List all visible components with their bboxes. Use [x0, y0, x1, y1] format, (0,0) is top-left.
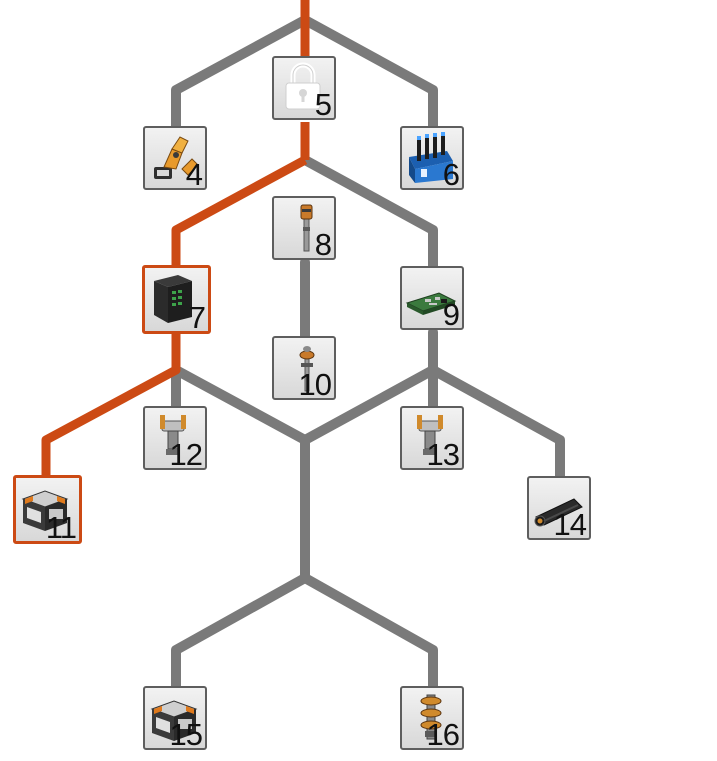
- node-number: 15: [169, 717, 203, 750]
- circuit-board-icon: [405, 292, 457, 315]
- edge-9-14: [428, 365, 565, 483]
- drill-bit-icon: [300, 204, 313, 252]
- robot-arm-icon: [154, 136, 199, 179]
- edge-5-4: [171, 15, 310, 133]
- node-number: 4: [185, 157, 203, 190]
- armored-crate-icon: [150, 700, 198, 741]
- active-edge-5-7: [171, 156, 308, 268]
- tech-node-15[interactable]: 15: [143, 686, 207, 750]
- node-number: 8: [314, 227, 332, 260]
- tech-node-16[interactable]: 16: [400, 686, 464, 750]
- edge-7-merge: [171, 365, 310, 583]
- tech-node-11[interactable]: 11: [13, 475, 82, 544]
- edge-merge-16: [300, 573, 438, 693]
- edge-5-6: [300, 15, 438, 133]
- stacked-coupling-icon: [420, 694, 442, 740]
- edge-merge-15: [171, 573, 310, 693]
- armored-crate-icon: [21, 490, 69, 531]
- tech-node-8[interactable]: 8: [272, 196, 336, 260]
- tech-node-4[interactable]: 4: [143, 126, 207, 190]
- active-edge-7-11: [41, 332, 181, 478]
- node-number: 11: [45, 510, 77, 544]
- tech-node-9[interactable]: 9: [400, 266, 464, 330]
- node-number: 12: [169, 437, 203, 470]
- node-number: 9: [442, 297, 460, 330]
- node-number: 5: [314, 87, 332, 120]
- node-number: 13: [426, 437, 460, 470]
- node-number: 6: [442, 157, 460, 190]
- probe-icon: [299, 346, 315, 392]
- tech-node-5[interactable]: 5: [272, 56, 336, 120]
- fuel-rods-icon: [409, 132, 453, 183]
- node-number: 7: [188, 300, 206, 334]
- cylinder-battery-icon: [534, 498, 583, 527]
- edge-5-9: [300, 155, 438, 273]
- tech-node-12[interactable]: 12: [143, 406, 207, 470]
- clamp-icon: [417, 415, 443, 455]
- tech-node-13[interactable]: 13: [400, 406, 464, 470]
- node-number: 14: [553, 507, 587, 540]
- node-number: 16: [426, 717, 460, 750]
- node-number: 10: [298, 367, 332, 400]
- tech-node-10[interactable]: 10: [272, 336, 336, 400]
- server-box-icon: [154, 275, 192, 323]
- tech-node-14[interactable]: 14: [527, 476, 591, 540]
- padlock-icon: [285, 62, 321, 110]
- tech-node-6[interactable]: 6: [400, 126, 464, 190]
- clamp-icon: [160, 415, 186, 455]
- tech-node-7[interactable]: 7: [142, 265, 211, 334]
